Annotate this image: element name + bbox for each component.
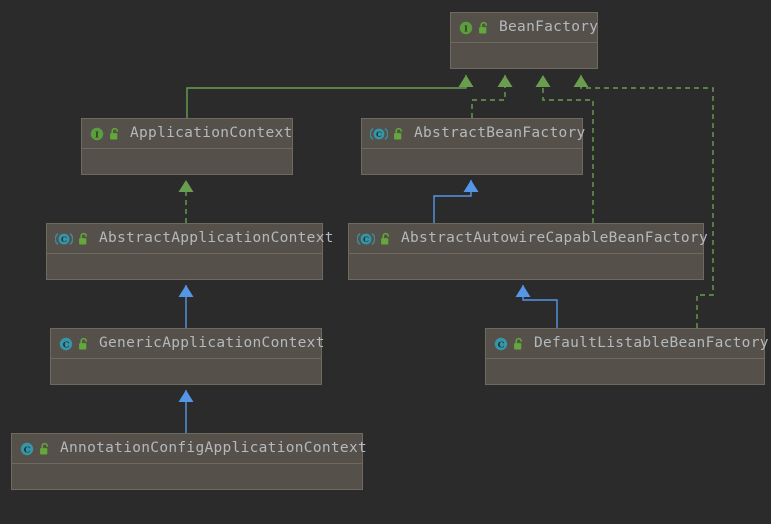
uml-node-members-compartment	[486, 359, 764, 384]
uml-node-label: AnnotationConfigApplicationContext	[60, 440, 368, 457]
uml-node-members-compartment	[51, 359, 321, 384]
uml-edge-edge-default-listable-implements-bean-factory	[573, 75, 714, 328]
uml-node-title-row: C AbstractApplicationContext	[47, 224, 333, 254]
uml-node-application-context[interactable]: I ApplicationContext	[81, 118, 293, 175]
uml-node-default-listable-bean-factory[interactable]: C DefaultListableBeanFactory	[485, 328, 768, 385]
uml-edge-edge-abstract-application-context-implements-application-context	[178, 180, 194, 223]
svg-text:C: C	[61, 235, 67, 244]
unlock-icon	[393, 127, 405, 141]
uml-node-title-row: C DefaultListableBeanFactory	[486, 329, 768, 359]
uml-node-members-compartment	[451, 43, 597, 68]
svg-text:C: C	[63, 340, 70, 350]
svg-text:C: C	[498, 340, 505, 350]
svg-text:I: I	[95, 129, 99, 139]
class-icon: C	[59, 337, 73, 351]
uml-edge-edge-generic-application-context-extends-abstract-application-context	[178, 285, 194, 328]
uml-node-members-compartment	[82, 149, 292, 174]
uml-node-bean-factory[interactable]: I BeanFactory	[450, 12, 598, 69]
uml-edge-edge-annotation-config-extends-generic-application-context	[178, 390, 194, 433]
svg-text:C: C	[24, 445, 31, 455]
unlock-icon	[513, 337, 525, 351]
unlock-icon	[78, 232, 90, 246]
uml-node-abstract-bean-factory[interactable]: C AbstractBeanFactory	[361, 118, 585, 175]
unlock-icon	[109, 127, 121, 141]
uml-node-title-row: C AbstractAutowireCapableBeanFactory	[349, 224, 708, 254]
svg-text:C: C	[363, 235, 369, 244]
uml-node-members-compartment	[349, 254, 703, 279]
uml-node-title-row: C GenericApplicationContext	[51, 329, 324, 359]
uml-node-title-row: C AbstractBeanFactory	[362, 119, 585, 149]
uml-node-annotation-config-application-context[interactable]: C AnnotationConfigApplicationContext	[11, 433, 367, 490]
uml-edge-edge-default-listable-extends-abstract-autowire	[515, 285, 558, 328]
uml-node-generic-application-context[interactable]: C GenericApplicationContext	[50, 328, 324, 385]
unlock-icon	[39, 442, 51, 456]
uml-node-abstract-autowire-capable-bean-factory[interactable]: C AbstractAutowireCapableBeanFactory	[348, 223, 708, 280]
abstract-class-icon: C	[357, 232, 375, 246]
uml-node-title-row: I ApplicationContext	[82, 119, 292, 149]
abstract-class-icon: C	[55, 232, 73, 246]
uml-node-members-compartment	[12, 464, 362, 489]
abstract-class-icon: C	[370, 127, 388, 141]
uml-node-abstract-application-context[interactable]: C AbstractApplicationContext	[46, 223, 333, 280]
svg-text:C: C	[376, 130, 382, 139]
uml-edge-edge-abstract-autowire-extends-abstract-bean-factory	[433, 180, 479, 223]
unlock-icon	[478, 21, 490, 35]
uml-node-members-compartment	[47, 254, 322, 279]
unlock-icon	[78, 337, 90, 351]
uml-node-label: AbstractAutowireCapableBeanFactory	[401, 230, 709, 247]
uml-node-label: GenericApplicationContext	[99, 335, 325, 352]
interface-icon: I	[459, 21, 473, 35]
uml-node-title-row: C AnnotationConfigApplicationContext	[12, 434, 367, 464]
interface-icon: I	[90, 127, 104, 141]
uml-edge-edge-application-context-extends-bean-factory	[186, 75, 474, 118]
class-icon: C	[494, 337, 508, 351]
uml-node-label: AbstractApplicationContext	[99, 230, 334, 247]
uml-edge-edge-abstract-bean-factory-implements-bean-factory	[471, 75, 513, 118]
class-icon: C	[20, 442, 34, 456]
uml-node-label: DefaultListableBeanFactory	[534, 335, 769, 352]
uml-node-label: ApplicationContext	[130, 125, 293, 142]
uml-node-label: BeanFactory	[499, 19, 599, 36]
uml-node-members-compartment	[362, 149, 582, 174]
svg-text:I: I	[464, 23, 468, 33]
uml-node-label: AbstractBeanFactory	[414, 125, 586, 142]
uml-node-title-row: I BeanFactory	[451, 13, 599, 43]
unlock-icon	[380, 232, 392, 246]
